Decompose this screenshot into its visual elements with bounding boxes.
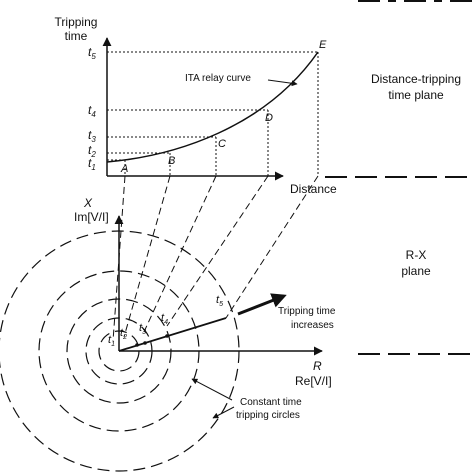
tick-t1: t1 — [88, 156, 96, 172]
bottom-plane-label-line1: R-X — [406, 248, 427, 262]
impedance-ray — [118, 317, 227, 352]
r-symbol: R — [313, 359, 322, 373]
ray-tick-t1: t1 — [108, 334, 115, 348]
ray-tick-t5: t5 — [216, 294, 223, 308]
ray-tick-t3: t3 — [139, 322, 146, 336]
re-label: Re[V/I] — [295, 374, 332, 388]
separators — [325, 0, 474, 355]
top-plane-label-line1: Distance-tripping — [371, 72, 461, 86]
bottom-plane-label-line2: plane — [401, 264, 431, 278]
x-symbol: X — [83, 196, 93, 210]
point-d: D — [265, 112, 273, 124]
circles-pointer-2 — [212, 406, 235, 419]
circles-pointer-1 — [191, 378, 233, 401]
tick-t4: t4 — [88, 103, 96, 119]
distance-label: Distance — [290, 182, 337, 196]
ray-tick-t4: t4 — [161, 312, 168, 326]
ray-points — [135, 334, 169, 347]
point-e: E — [319, 39, 327, 51]
ray-label-line2: increases — [291, 320, 334, 331]
distance-tripping-time-plane: Tripping time Distance t5 t4 t3 t2 t1 — [55, 15, 337, 196]
im-label: Im[V/I] — [74, 210, 109, 224]
top-plane-label-line2: time plane — [388, 88, 444, 102]
circles-label-line1: Constant time — [240, 397, 302, 408]
r-x-plane: X Im[V/I] R Re[V/I] t1 t2 t3 t4 t5 Tripp… — [0, 196, 336, 472]
ray-ticks: t1 t2 t3 t4 t5 — [108, 294, 223, 348]
ray-label-line1: Tripping time — [278, 306, 336, 317]
y-axis-label-line2: time — [65, 29, 88, 43]
ita-relay-curve-label: ITA relay curve — [185, 73, 251, 84]
ray-tick-t2: t2 — [120, 327, 127, 341]
curve-points: A B C D E — [120, 39, 327, 175]
ita-relay-curve — [106, 51, 319, 163]
time-ticks: t5 t4 t3 t2 t1 — [88, 45, 96, 172]
point-c: C — [218, 138, 226, 150]
plane-labels: Distance-tripping time plane R-X plane — [371, 72, 461, 278]
tick-t2: t2 — [88, 143, 96, 159]
curve-label-pointer — [267, 79, 298, 87]
circles-label-line2: tripping circles — [236, 410, 300, 421]
point-b: B — [168, 155, 175, 167]
y-axis-label-line1: Tripping — [55, 15, 98, 29]
tripping-time-arrow — [237, 293, 287, 316]
point-a: A — [120, 163, 128, 175]
tick-t3: t3 — [88, 128, 96, 144]
tick-t5: t5 — [88, 45, 96, 61]
